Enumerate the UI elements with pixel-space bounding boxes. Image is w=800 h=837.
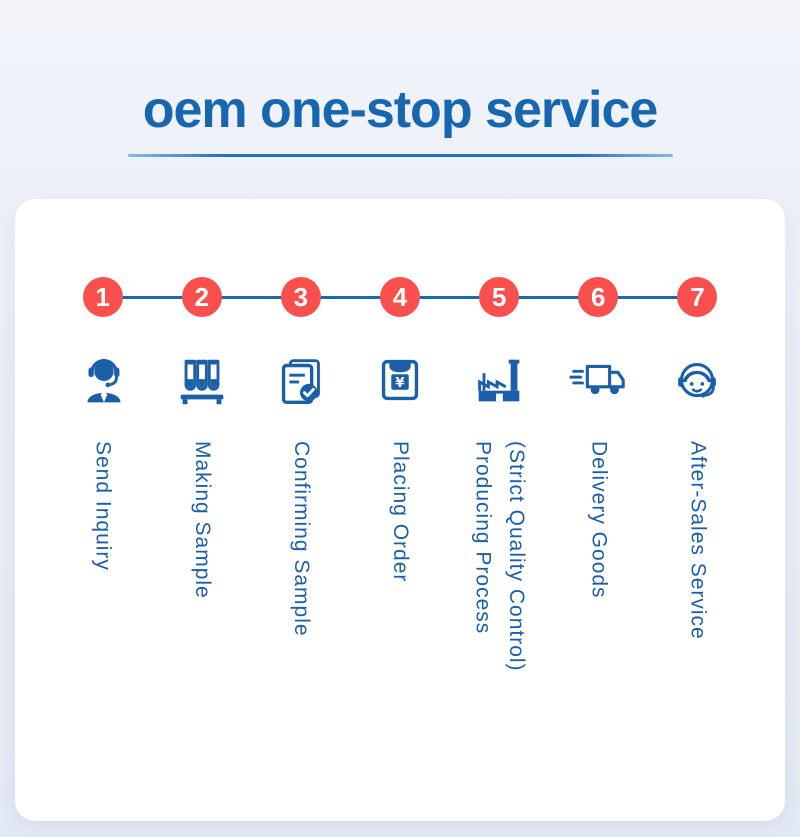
svg-text:¥: ¥ — [395, 375, 405, 391]
delivery-truck-icon — [566, 349, 630, 413]
step-label-wrap: Placing Order — [387, 441, 413, 733]
page-title: oem one-stop service — [142, 81, 659, 139]
step-making-sample: 2 — [152, 277, 251, 733]
after-sales-icon — [665, 349, 729, 413]
payment-hand-icon: ¥ — [368, 349, 432, 413]
step-confirming-sample: 3 Confirming Sample — [251, 277, 350, 733]
step-send-inquiry: 1 Send Inquiry — [53, 277, 152, 733]
step-after-sales: 7 After-Sales Service — [648, 277, 747, 733]
step-number-badge: 2 — [181, 277, 222, 317]
step-label: Delivery Goods — [587, 441, 611, 599]
step-number-badge: 3 — [280, 277, 321, 317]
step-delivery-goods: 6 — [549, 277, 648, 733]
step-label: Producing Process — [471, 441, 495, 635]
factory-icon — [467, 349, 531, 413]
step-producing-process: 5 Producing Process (Strict Quality Cont… — [450, 277, 549, 733]
step-label-wrap: After-Sales Service — [684, 441, 710, 733]
step-number-badge: 4 — [379, 277, 420, 317]
step-label: Making Sample — [190, 441, 214, 599]
step-number-badge: 5 — [479, 277, 520, 317]
step-label-wrap: Producing Process (Strict Quality Contro… — [469, 441, 529, 733]
step-label: After-Sales Service — [686, 441, 710, 640]
process-card: 1 Send Inquiry — [15, 199, 785, 821]
test-tubes-icon — [170, 349, 234, 413]
customer-service-icon — [71, 349, 135, 413]
step-label: Send Inquiry — [91, 441, 115, 571]
step-label: Placing Order — [389, 441, 413, 583]
step-label-wrap: Send Inquiry — [89, 441, 115, 733]
step-placing-order: 4 ¥ Placing Order — [350, 277, 449, 733]
document-check-icon — [269, 349, 333, 413]
step-label-wrap: Confirming Sample — [288, 441, 314, 733]
step-label-wrap: Making Sample — [189, 441, 215, 733]
step-label: Confirming Sample — [289, 441, 313, 637]
step-number-badge: 1 — [82, 277, 123, 317]
step-number-badge: 7 — [677, 277, 718, 317]
process-steps: 1 Send Inquiry — [53, 277, 747, 733]
step-number-badge: 6 — [578, 277, 619, 317]
step-label-wrap: Delivery Goods — [585, 441, 611, 733]
title-underline — [127, 154, 673, 157]
step-sublabel: (Strict Quality Control) — [504, 441, 528, 672]
